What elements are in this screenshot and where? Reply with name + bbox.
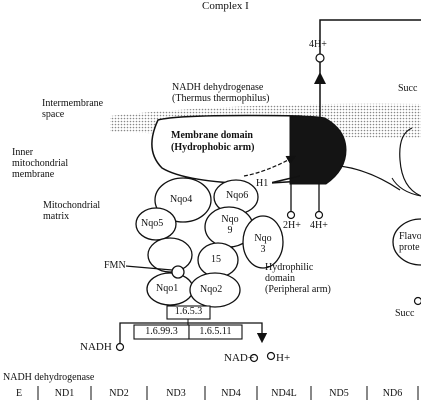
nad-circle [249, 353, 259, 363]
bottom-title: NADH dehydrogenase [3, 372, 95, 383]
gene-nd1: ND1 [54, 388, 75, 399]
nadh-dehydrogenase-species: (Thermus thermophilus) [172, 93, 270, 104]
right-compartment-outline [319, 19, 421, 74]
h-circle [266, 351, 276, 361]
hydrophilic-label-2: domain [265, 273, 295, 284]
succinate-bottom-circle [413, 296, 421, 306]
matrix-label-2: matrix [43, 211, 70, 222]
gene-nd5: ND5 [329, 388, 349, 399]
subunit-nqo2: Nqo2 [200, 284, 223, 295]
inner-membrane-label-3: membrane [12, 169, 55, 180]
inner-membrane-label-2: mitochondrial [12, 158, 69, 169]
hydrophilic-domain [135, 177, 284, 308]
membrane-domain-label-1: Membrane domain [171, 130, 253, 141]
subunit-nqo5: Nqo5 [141, 218, 164, 229]
h-plus-label: H+ [276, 352, 291, 364]
subunit-nqo3-line2: 3 [260, 244, 266, 255]
succinate-dh-outline [399, 127, 421, 197]
intermembrane-label-2: space [42, 109, 65, 120]
flavoprotein-label-1: Flavo [399, 231, 421, 242]
subunit-nqo2-shape [189, 272, 241, 308]
flavoprotein-shape [392, 218, 421, 266]
subunit-nqo6: Nqo6 [226, 190, 249, 201]
proton-2h-circle [286, 210, 296, 220]
fmn-circle [171, 265, 185, 279]
subunit-nqo9-line1: Nqo [221, 214, 239, 225]
proton-top-label: 4H+ [309, 39, 327, 50]
membrane-domain-dark-cap [289, 115, 347, 185]
gene-nd2: ND2 [109, 388, 129, 399]
subunit-nqo3-shape [242, 215, 284, 269]
succinate-top-label: Succ [398, 83, 418, 94]
nadh-dehydrogenase-name: NADH dehydrogenase [172, 82, 264, 93]
hydrophilic-label-1: Hydrophilic [265, 262, 314, 273]
gene-nd4: ND4 [221, 388, 241, 399]
subunit-15: 15 [211, 254, 221, 265]
gene-nd4l: ND4L [271, 388, 297, 399]
subunit-nqo3-line1: Nqo [254, 233, 272, 244]
intermembrane-label-1: Intermembrane [42, 98, 104, 109]
gene-nd3: ND3 [166, 388, 186, 399]
gene-e: E [15, 388, 23, 399]
fmn-label: FMN [104, 260, 126, 271]
h1-label: H1 [256, 178, 269, 189]
ec-box-3 [188, 324, 243, 340]
subunit-nqo4: Nqo4 [170, 194, 193, 205]
flavoprotein-label-2: prote [399, 242, 420, 253]
subunit-nqo5-shape [135, 207, 177, 241]
subunit-nqo9-line2: 9 [227, 225, 233, 236]
matrix-label-1: Mitochondrial [43, 200, 101, 211]
ec-number-1: 1.6.5.3 [174, 306, 203, 317]
gene-nd6: ND6 [382, 388, 403, 399]
subunit-nqo1: Nqo1 [156, 283, 179, 294]
nad-plus-label: NAD+ [224, 352, 255, 364]
h1-box [250, 178, 272, 190]
ec-number-2: 1.6.99.3 [145, 326, 178, 337]
nadh-circle [115, 342, 125, 352]
proton-2h-label: 2H+ [283, 220, 301, 231]
ec-number-3: 1.6.5.11 [199, 326, 232, 337]
proton-4h-circle [314, 210, 324, 220]
membrane-domain-label-2: (Hydrophobic arm) [171, 142, 255, 153]
proton-top-circle [315, 53, 325, 63]
hydrophilic-label-3: (Peripheral arm) [265, 284, 331, 295]
diagram-title: Complex I [202, 0, 249, 12]
succinate-bottom-label: Succ [395, 308, 415, 319]
nadh-reaction-line [119, 322, 268, 344]
electron-path-arrow [243, 155, 297, 177]
fmn-pointer [125, 265, 173, 271]
succinate-curve [391, 177, 421, 197]
nadh-label: NADH [80, 341, 112, 353]
gene-dividers [37, 386, 419, 400]
connector-curve [339, 165, 401, 191]
proton-4h-label: 4H+ [310, 220, 328, 231]
subunit-left-shape [147, 237, 193, 273]
subunit-nqo4-shape [154, 177, 212, 223]
inner-membrane-label-1: Inner [12, 147, 34, 158]
